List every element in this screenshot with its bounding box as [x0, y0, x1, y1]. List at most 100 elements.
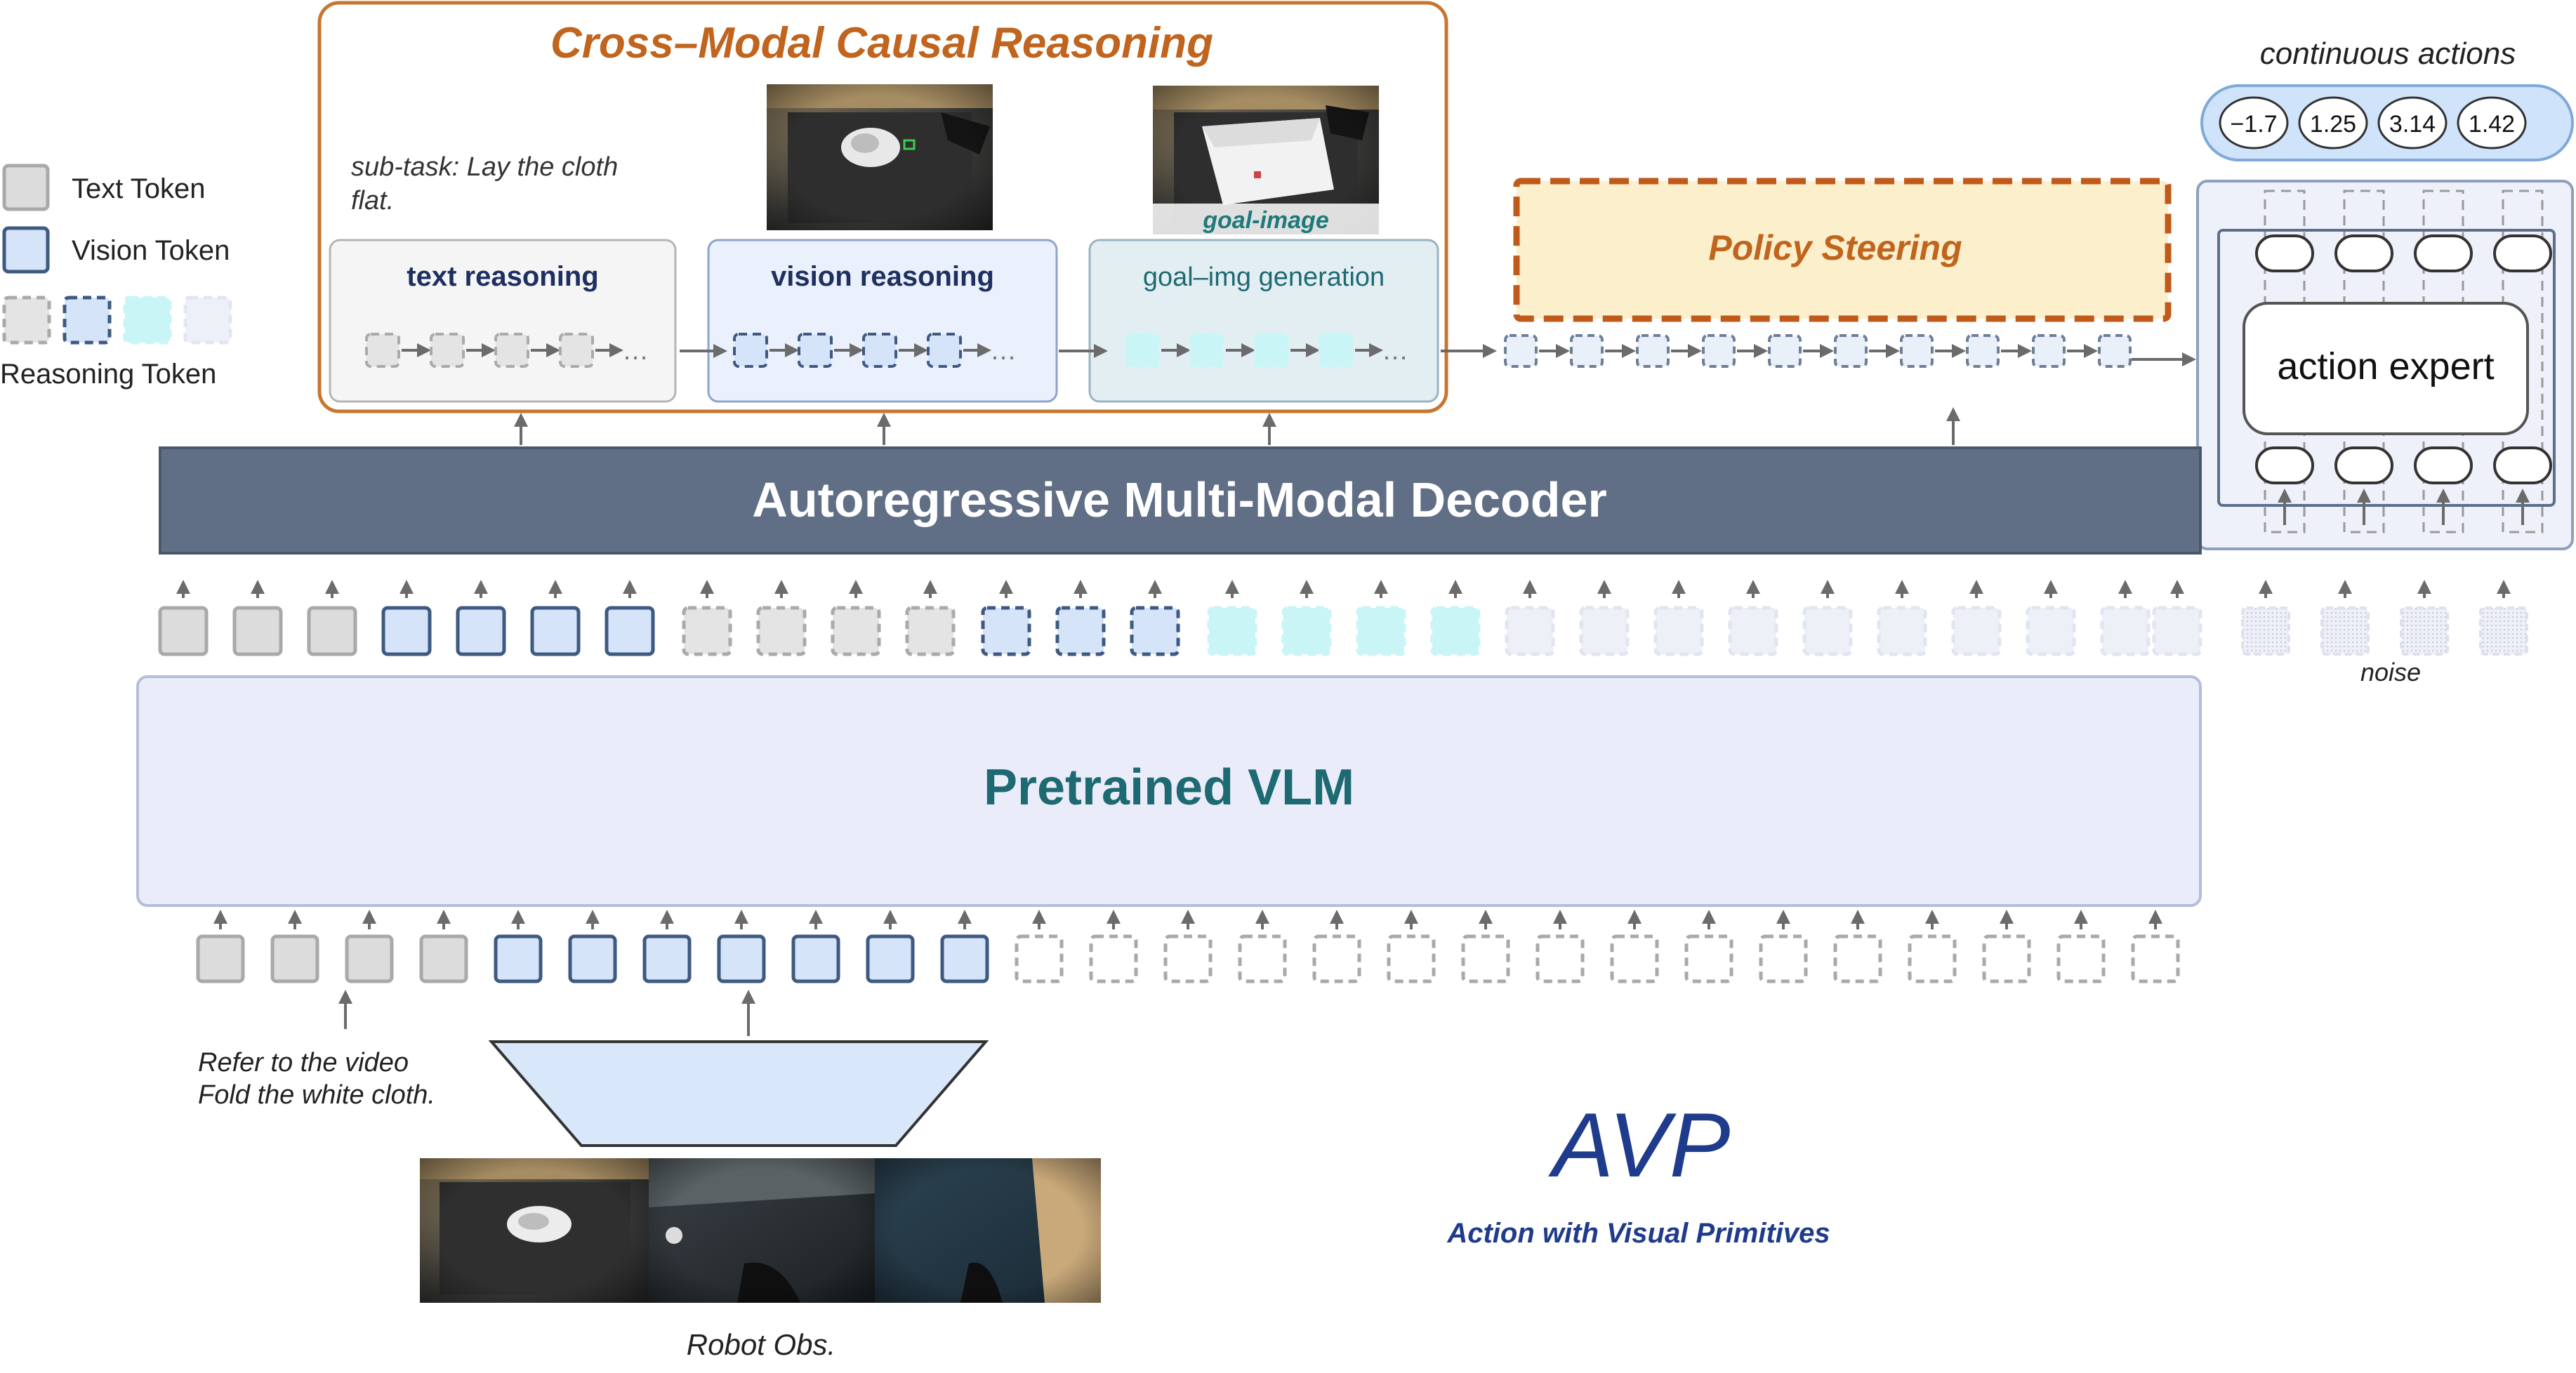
- vlm-input-token: [791, 934, 840, 983]
- decoder-input-token: [530, 606, 581, 656]
- action-value-pill: [2457, 96, 2527, 150]
- noise-token: [2241, 606, 2290, 656]
- steering-token: [1504, 334, 1538, 368]
- legend-vision-token-label: Vision Token: [72, 235, 230, 266]
- avp-brand: AVP Action with Visual Primitives: [1446, 1094, 1830, 1249]
- legend-text-token-label: Text Token: [72, 173, 206, 204]
- instruction-line-2: Fold the white cloth.: [198, 1080, 435, 1110]
- decoder-output-arrows: [514, 407, 1960, 445]
- robot-obs-photo-2: [649, 1158, 875, 1303]
- decoder-input-token: [682, 606, 732, 656]
- decoder-input-token: [456, 606, 506, 656]
- legend-reasoning-token-label: Reasoning Token: [0, 359, 216, 390]
- expert-output-slot: [2255, 234, 2314, 272]
- legend: Text Token Vision Token Reasoning Token: [0, 164, 232, 390]
- decoder-input-token: [1802, 606, 1853, 656]
- vlm-input-token: [1387, 934, 1436, 983]
- policy-steering-label: Policy Steering: [1708, 228, 1962, 267]
- steering-token: [1900, 334, 1934, 368]
- decoder-input-tokens: [158, 580, 2202, 656]
- decoder-input-token: [2100, 606, 2151, 656]
- reasoning-chain-token: [559, 333, 594, 368]
- decoder-input-token: [1430, 606, 1481, 656]
- chain-ellipsis: …: [990, 336, 1017, 366]
- reasoning-chain-token: [430, 333, 465, 368]
- vlm-input-token: [1759, 934, 1808, 983]
- decoder-input-token: [981, 606, 1031, 656]
- vlm-input-token: [1535, 934, 1585, 983]
- decoder-input-token: [1356, 606, 1406, 656]
- steering-token: [1636, 334, 1670, 368]
- decoder-input-token: [1505, 606, 1555, 656]
- vlm-input-token: [1163, 934, 1213, 983]
- noise-token: [2320, 606, 2370, 656]
- vlm-input-token: [345, 934, 394, 983]
- robot-observation-photos: Robot Obs.: [420, 1158, 1101, 1361]
- reasoning-observation-photo: [767, 84, 993, 230]
- action-expert-label: action expert: [2277, 345, 2494, 387]
- decoder-input-token: [905, 606, 956, 656]
- vlm-input-token: [717, 934, 766, 983]
- vlm-input-token: [940, 934, 989, 983]
- action-value-pill: [2298, 96, 2368, 150]
- action-value-text: 3.14: [2389, 111, 2436, 138]
- action-value-text: −1.7: [2230, 111, 2277, 138]
- decoder-input-token: [1207, 606, 1257, 656]
- vlm-input-token: [568, 934, 617, 983]
- decoder-input-token: [1055, 606, 1106, 656]
- decoder-input-token: [381, 606, 432, 656]
- steering-token: [1834, 334, 1868, 368]
- vlm-input-tokens: [196, 910, 2180, 983]
- expert-output-slot: [2493, 234, 2552, 272]
- decoder-input-token: [2152, 606, 2202, 656]
- avp-title: AVP: [1548, 1094, 1731, 1196]
- reasoning-chain-token: [862, 333, 897, 368]
- instruction-input: Refer to the video Fold the white cloth.: [198, 990, 435, 1110]
- vlm-input-token: [270, 934, 319, 983]
- reasoning-chain-token: [927, 333, 962, 368]
- noise-token: [2400, 606, 2449, 656]
- steering-token: [2098, 334, 2132, 368]
- vision-reasoning-label: vision reasoning: [771, 261, 994, 292]
- legend-reasoning-swatch-steer: [183, 296, 232, 345]
- decoder-input-token: [2026, 606, 2076, 656]
- chain-ellipsis: …: [1382, 336, 1408, 366]
- goal-img-generation-label: goal–img generation: [1143, 263, 1385, 292]
- chain-ellipsis: …: [622, 336, 649, 366]
- action-expert-core: [2243, 302, 2529, 435]
- expert-input-slot: [2334, 446, 2393, 484]
- vlm-input-token: [196, 934, 245, 983]
- vlm-input-token: [1982, 934, 2031, 983]
- reasoning-token-chains: … … …: [365, 333, 1497, 368]
- legend-text-token-swatch: [2, 164, 50, 211]
- continuous-actions-label: continuous actions: [2260, 37, 2516, 71]
- decoder-input-token: [158, 606, 209, 656]
- action-expert-block: action expert: [2196, 180, 2574, 550]
- action-value-text: 1.42: [2469, 111, 2515, 138]
- expert-output-slot: [2414, 234, 2473, 272]
- reasoning-chain-token: [798, 333, 833, 368]
- pretrained-vlm: Pretrained VLM: [136, 675, 2202, 907]
- noise-label: noise: [2360, 658, 2421, 686]
- avp-subtitle: Action with Visual Primitives: [1446, 1218, 1830, 1249]
- decoder-input-token: [1130, 606, 1180, 656]
- robot-obs-photo-3: [875, 1158, 1101, 1303]
- subtask-text: sub-task: Lay the cloth flat.: [351, 152, 626, 215]
- decoder-input-token: [1951, 606, 2002, 656]
- decoder-input-token: [1728, 606, 1778, 656]
- vlm-input-token: [1461, 934, 1510, 983]
- vlm-input-token: [1833, 934, 1882, 983]
- vision-encoder: [488, 990, 989, 1147]
- vlm-input-token: [1089, 934, 1138, 983]
- vlm-input-token: [2056, 934, 2106, 983]
- decoder-input-token: [831, 606, 881, 656]
- noise-token: [2479, 606, 2528, 656]
- steering-token: [1570, 334, 1604, 368]
- decoder-input-token: [1653, 606, 1704, 656]
- robot-obs-label: Robot Obs.: [687, 1328, 835, 1361]
- expert-input-slot: [2255, 446, 2314, 484]
- decoder-label: Autoregressive Multi-Modal Decoder: [752, 472, 1606, 527]
